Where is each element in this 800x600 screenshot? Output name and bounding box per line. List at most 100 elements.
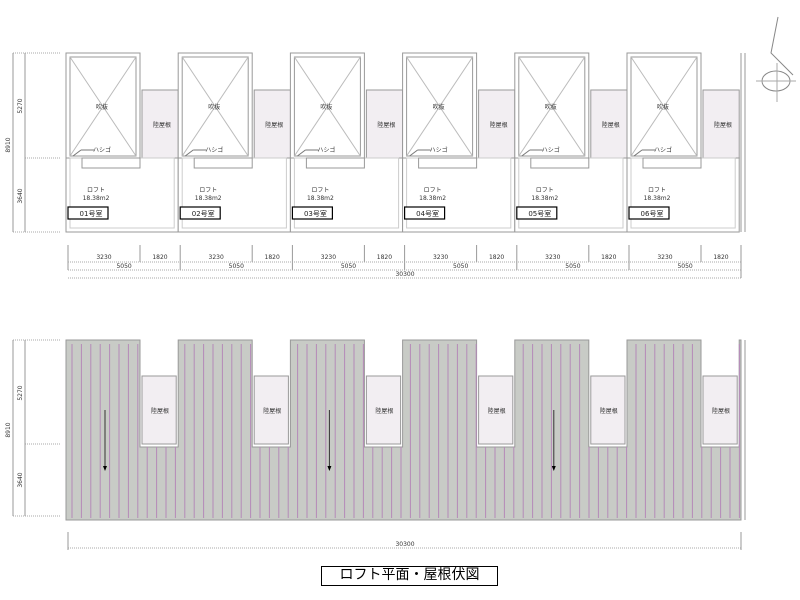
flat-roof-area — [253, 375, 289, 445]
void-area — [181, 56, 249, 157]
unit-number-label: 06号室 — [641, 209, 664, 218]
dim-lower: 3640 — [17, 472, 24, 487]
drawing-title: ロフト平面・屋根伏図 — [321, 566, 498, 586]
flat-roof-label: 陸屋根 — [602, 121, 620, 129]
void-cross-line — [69, 56, 137, 157]
flat-roof-area — [478, 89, 516, 159]
flat-roof-area — [590, 375, 626, 445]
void-cross-line — [293, 56, 361, 157]
ladder-leader — [409, 149, 418, 157]
loft-room — [65, 157, 179, 233]
ladder-opening — [418, 157, 478, 169]
ladder-label: ハシゴ — [430, 146, 448, 154]
ladder-leader — [72, 149, 82, 157]
unit-number-box — [516, 206, 558, 220]
unit-number-label: 01号室 — [80, 209, 103, 218]
loft-room — [289, 157, 404, 233]
ladder-opening — [81, 157, 141, 169]
dim-total-width: 30300 — [395, 541, 414, 548]
void-outline — [402, 52, 478, 159]
dim-flat-width: 1820 — [601, 254, 616, 261]
unit-number-label: 04号室 — [416, 209, 439, 218]
loft-area-label: 18.38m2 — [531, 195, 558, 202]
dim-upper: 5270 — [17, 98, 24, 113]
ladder-leader — [297, 149, 306, 157]
dim-total-width: 30300 — [395, 271, 414, 278]
ladder-leader — [184, 149, 194, 157]
dim-loft-width: 3230 — [209, 254, 224, 261]
dim-loft-width: 3230 — [321, 254, 336, 261]
dim-flat-width: 1820 — [265, 254, 280, 261]
dim-flat-width: 1820 — [377, 254, 392, 261]
slope-arrowhead-icon — [103, 466, 107, 471]
dim-total-height: 8910 — [5, 422, 12, 437]
dim-lower: 3640 — [17, 188, 24, 203]
loft-room — [177, 157, 291, 233]
north-arrow-icon — [770, 16, 794, 76]
dim-loft-width: 3230 — [96, 254, 111, 261]
ladder-opening — [193, 157, 253, 169]
ladder-opening — [305, 157, 365, 169]
flat-roof-label: 陸屋根 — [600, 407, 618, 415]
flat-roof-area — [365, 375, 402, 445]
void-area — [293, 56, 361, 157]
loft-label: ロフト — [87, 187, 105, 194]
void-outline — [626, 52, 702, 159]
loft-label: ロフト — [536, 187, 554, 194]
void-outline — [514, 52, 590, 159]
void-cross-line — [518, 56, 586, 157]
flat-roof-label: 陸屋根 — [377, 121, 395, 129]
flat-roof-label: 陸屋根 — [153, 121, 171, 129]
ladder-label: ハシゴ — [205, 146, 223, 154]
slope-arrowhead-icon — [551, 466, 556, 471]
dim-unit-width: 5050 — [677, 263, 692, 270]
ladder-opening — [642, 157, 702, 169]
dim-loft-width: 3230 — [433, 254, 448, 261]
flat-roof-area — [590, 89, 628, 159]
dim-unit-width: 5050 — [453, 263, 468, 270]
flat-roof-area — [702, 375, 738, 445]
loft-label: ロフト — [199, 187, 217, 194]
void-label: 吹抜 — [657, 103, 669, 111]
flat-roof-area — [478, 375, 514, 445]
flat-roof-label: 陸屋根 — [712, 407, 730, 415]
unit-number-box — [179, 206, 221, 220]
dim-flat-width: 1820 — [713, 254, 728, 261]
loft-area-label: 18.38m2 — [419, 195, 446, 202]
void-label: 吹抜 — [545, 103, 557, 111]
ladder-label: ハシゴ — [93, 146, 111, 154]
void-area — [406, 56, 474, 157]
void-area — [518, 56, 586, 157]
dim-flat-width: 1820 — [152, 254, 167, 261]
flat-roof-label: 陸屋根 — [714, 121, 732, 129]
unit-number-label: 05号室 — [528, 209, 551, 218]
unit-number-box — [628, 206, 670, 220]
ladder-label: ハシゴ — [542, 146, 560, 154]
flat-roof-label: 陸屋根 — [375, 407, 393, 415]
flat-roof-label: 陸屋根 — [490, 121, 508, 129]
loft-area-label: 18.38m2 — [644, 195, 671, 202]
dim-unit-width: 5050 — [229, 263, 244, 270]
void-outline — [65, 52, 141, 159]
dim-loft-width: 3230 — [657, 254, 672, 261]
loft-area-label: 18.38m2 — [83, 195, 110, 202]
loft-label: ロフト — [648, 187, 666, 194]
loft-area-label: 18.38m2 — [307, 195, 334, 202]
dim-loft-width: 3230 — [545, 254, 560, 261]
ladder-opening — [530, 157, 590, 169]
void-outline — [289, 52, 365, 159]
dim-unit-width: 5050 — [341, 263, 356, 270]
void-cross-line — [406, 56, 474, 157]
unit-number-box — [67, 206, 109, 220]
void-label: 吹抜 — [433, 103, 445, 111]
unit-number-label: 02号室 — [192, 209, 215, 218]
flat-roof-label: 陸屋根 — [151, 407, 169, 415]
unit-number-box — [291, 206, 333, 220]
loft-area-label: 18.38m2 — [195, 195, 222, 202]
void-label: 吹抜 — [96, 103, 108, 111]
ladder-label: ハシゴ — [654, 146, 672, 154]
unit-number-box — [404, 206, 446, 220]
flat-roof-label: 陸屋根 — [488, 407, 506, 415]
ladder-leader — [633, 149, 643, 157]
dim-upper: 5270 — [17, 385, 24, 400]
